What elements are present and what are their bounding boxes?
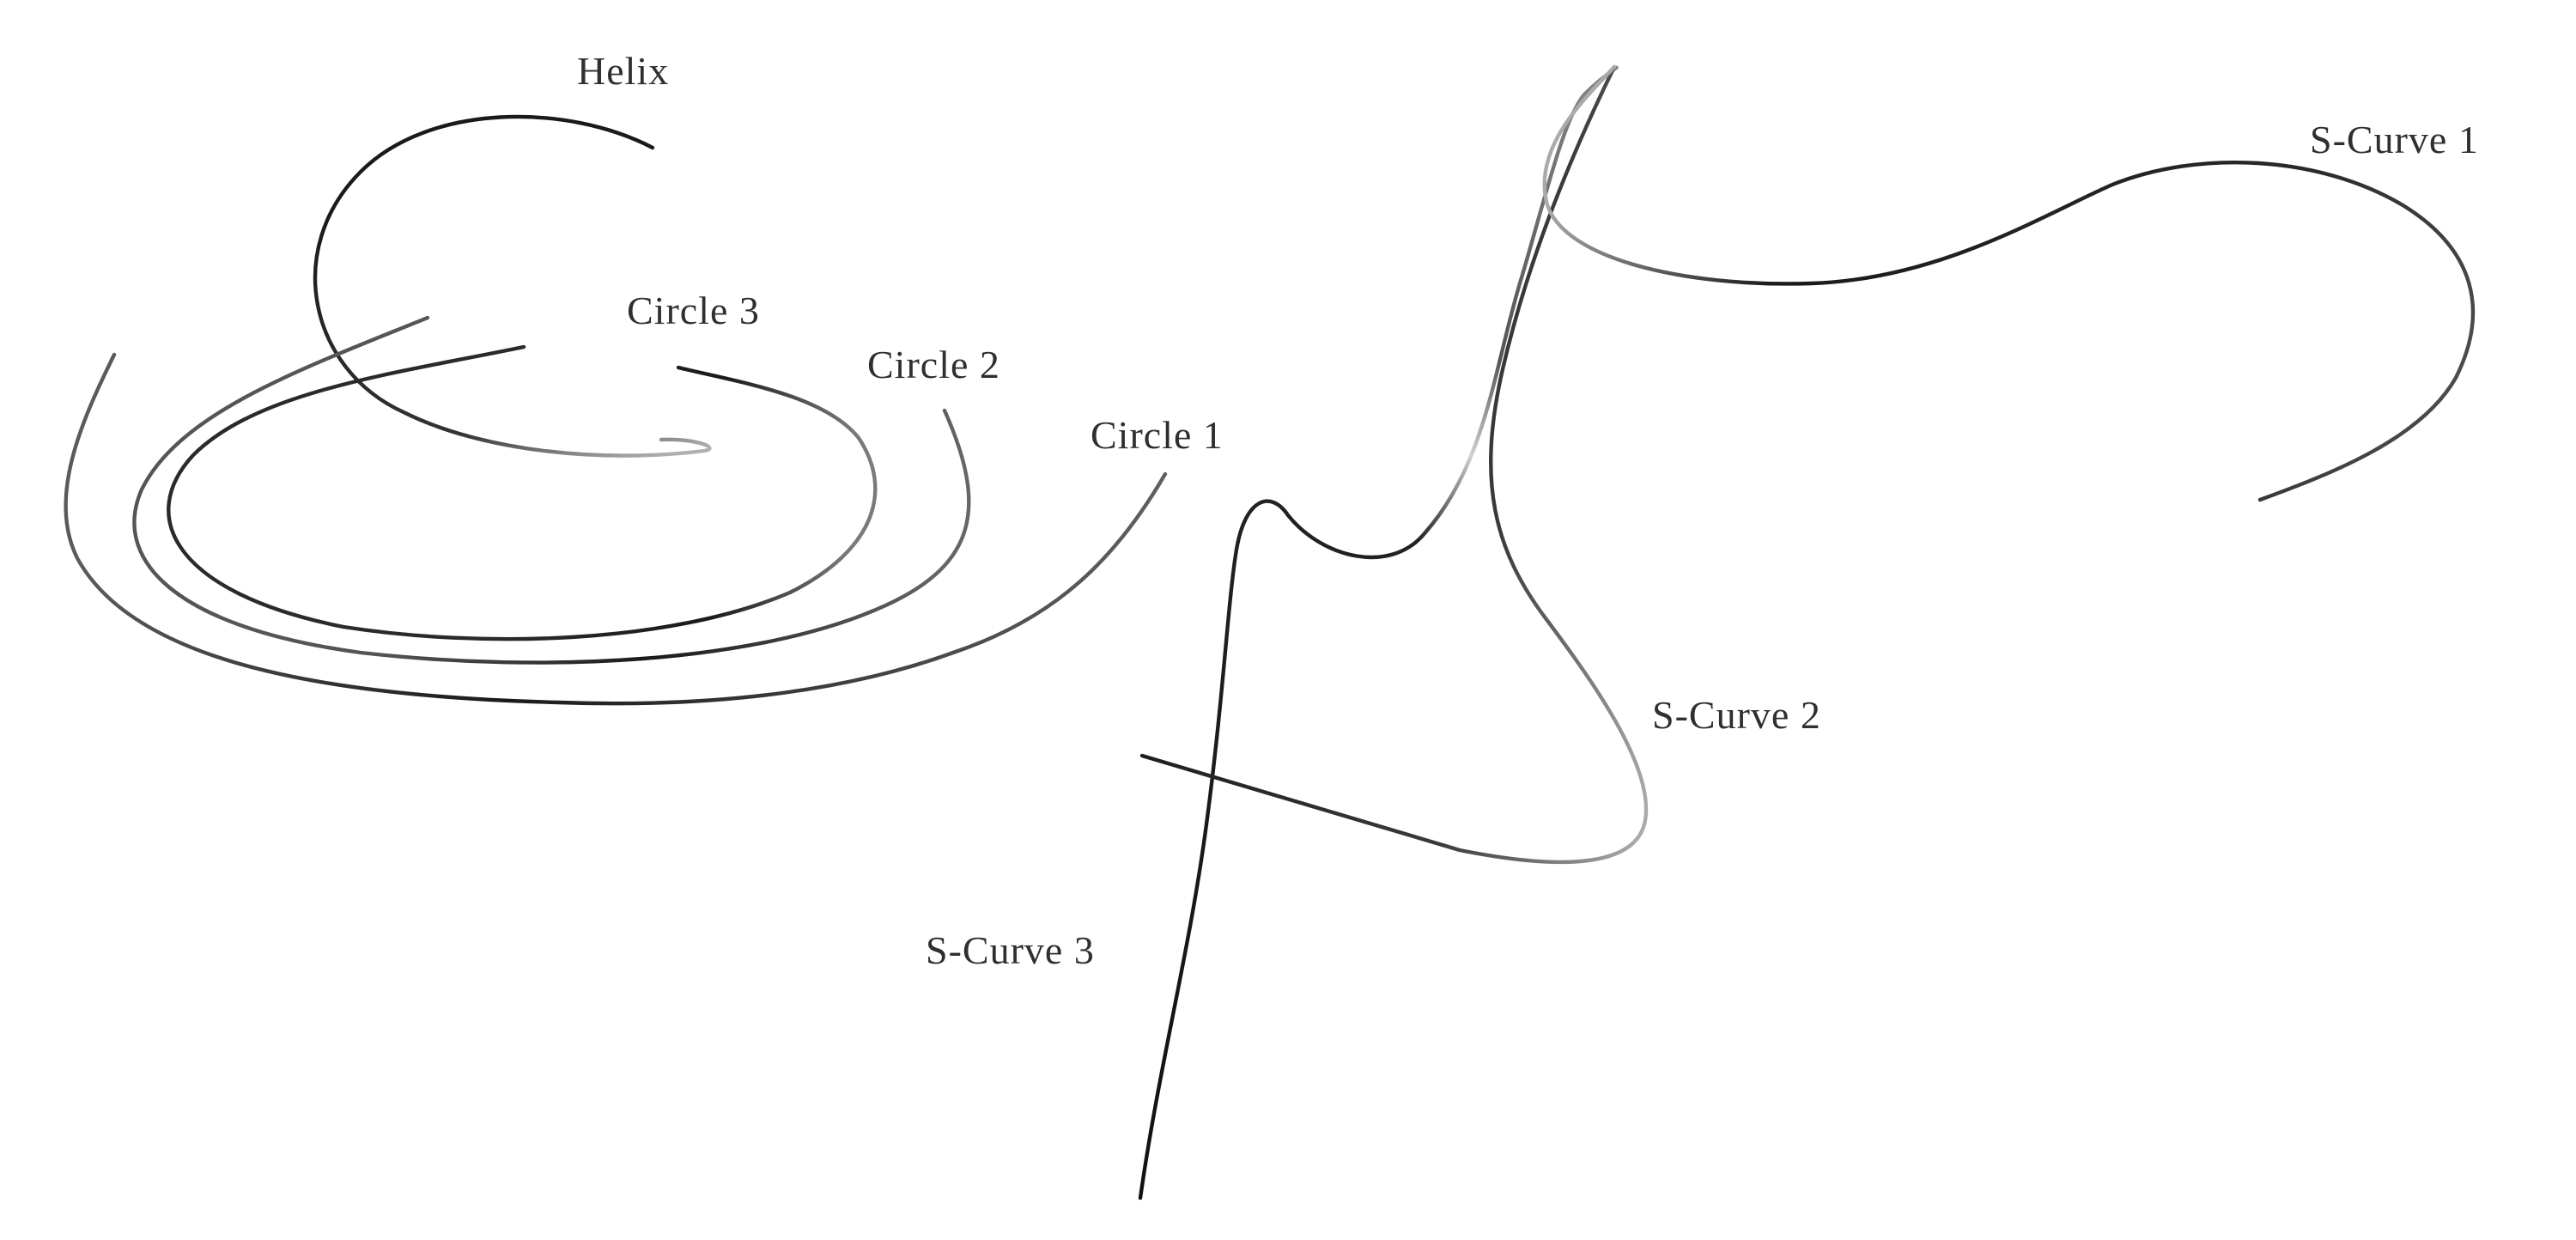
circle-3-curve-group: Circle 3 [167,289,878,641]
circle-3-curve [167,344,878,641]
circle-2-label: Circle 2 [867,343,1000,386]
s-curve-2-curve [1139,64,1649,865]
s-curve-1-curve-group: S-Curve 1 [1542,64,2479,502]
circle-2-curve [132,315,971,665]
circle-2-curve-group: Circle 2 [132,315,1000,665]
s-curve-2-curve-group: S-Curve 2 [1139,64,1821,865]
s-curve-3-curve [1138,65,1619,1200]
circle-3-label: Circle 3 [627,289,760,332]
circle-1-curve-group: Circle 1 [64,352,1224,706]
helix-curve-group: Helix [313,49,712,458]
helix-label: Helix [577,49,669,93]
circle-1-label: Circle 1 [1091,413,1224,457]
s-curve-3-label: S-Curve 3 [926,928,1095,972]
s-curve-1-label: S-Curve 1 [2310,118,2479,161]
s-curve-3-curve-group: S-Curve 3 [926,65,1619,1200]
helix-curve [313,114,712,458]
s-curve-1-curve [1542,64,2476,502]
circle-1-curve [64,352,1168,706]
s-curve-2-label: S-Curve 2 [1652,693,1821,737]
